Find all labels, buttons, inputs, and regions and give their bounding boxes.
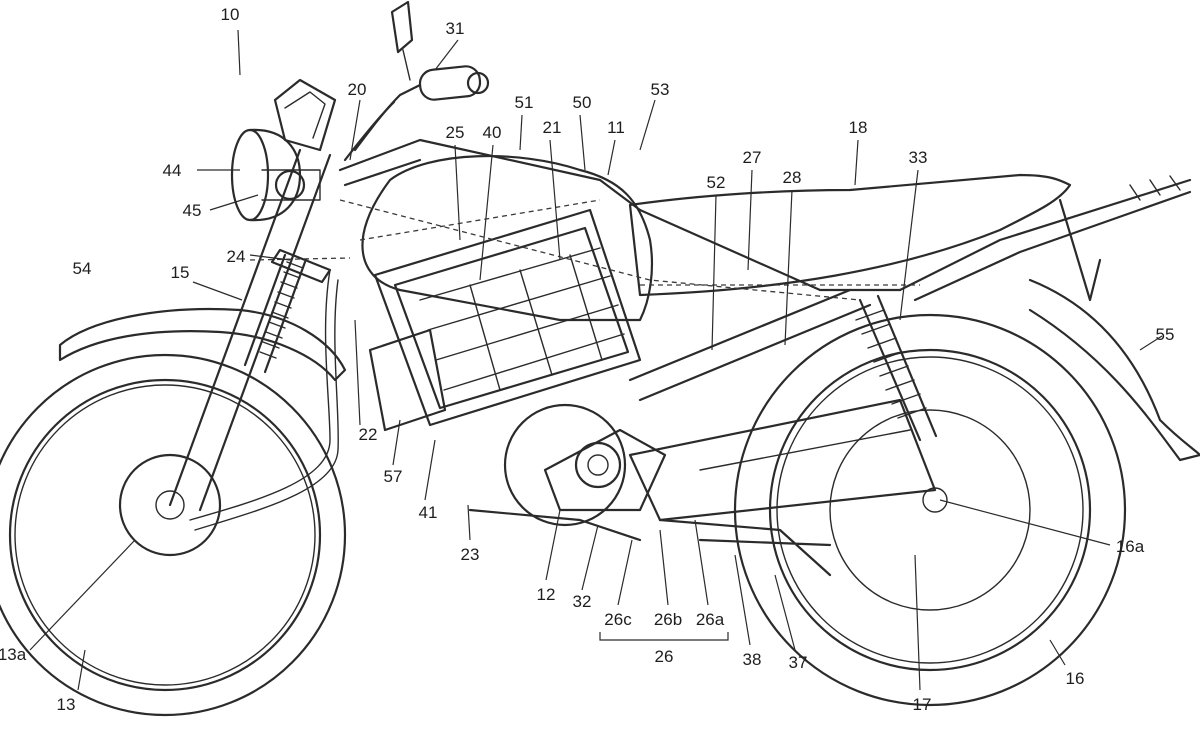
ref-label-27: 27 (743, 148, 762, 167)
brake-cable (189, 269, 339, 531)
hidden-lines (249, 199, 920, 301)
reference-numerals: 10 31 20 53 50 51 21 11 25 40 18 27 33 28 52 44 45 24 15 54… (0, 5, 1174, 714)
ref-label-54: 54 (73, 259, 92, 278)
seat (628, 173, 1072, 297)
ref-label-16a: 16a (1116, 537, 1145, 556)
ref-label-26a: 26a (696, 610, 725, 629)
ref-label-16: 16 (1066, 669, 1085, 688)
handlebar (343, 0, 490, 162)
ref-label-52: 52 (707, 173, 726, 192)
ref-label-13: 13 (57, 695, 76, 714)
ref-label-50: 50 (573, 93, 592, 112)
ref-label-53: 53 (651, 80, 670, 99)
ref-label-41: 41 (419, 503, 438, 522)
ref-label-11: 11 (607, 118, 625, 137)
ref-label-21: 21 (543, 118, 562, 137)
ref-label-40: 40 (483, 123, 502, 142)
rear-fender (1028, 278, 1200, 462)
ref-label-12: 12 (537, 585, 556, 604)
main-frame (338, 138, 1192, 402)
motor (503, 403, 667, 527)
ref-label-17: 17 (913, 695, 932, 714)
side-stand (658, 518, 832, 577)
front-wheel (0, 353, 347, 717)
front-fender (58, 307, 347, 382)
ref-label-25: 25 (446, 123, 465, 142)
ref-label-22: 22 (359, 425, 378, 444)
ref-label-26c: 26c (604, 610, 632, 629)
ref-label-24: 24 (227, 247, 246, 266)
ref-label-15: 15 (171, 263, 190, 282)
ref-label-26: 26 (655, 647, 674, 666)
tank-cover (361, 154, 654, 322)
ref-label-32: 32 (573, 592, 592, 611)
ref-label-33: 33 (909, 148, 928, 167)
meter-unit (273, 78, 337, 152)
ref-label-51: 51 (515, 93, 534, 112)
ref-label-28: 28 (783, 168, 802, 187)
ref-label-10: 10 (221, 5, 240, 24)
swingarm (628, 398, 937, 522)
ref-label-38: 38 (743, 650, 762, 669)
ref-label-23: 23 (461, 545, 480, 564)
front-fork (168, 148, 332, 512)
ref-label-57: 57 (384, 467, 403, 486)
foot-rest (468, 508, 642, 542)
rear-shock (855, 294, 938, 442)
ref-label-44: 44 (163, 161, 182, 180)
ref-label-31: 31 (446, 19, 465, 38)
ref-label-45: 45 (183, 201, 202, 220)
ref-label-37: 37 (789, 653, 808, 672)
leader-lines (29, 29, 1163, 691)
ref-label-20: 20 (348, 80, 367, 99)
ref-label-26b: 26b (654, 610, 682, 629)
control-unit (368, 328, 447, 432)
ref-label-55: 55 (1156, 325, 1175, 344)
ref-label-13a: 13a (0, 645, 27, 664)
ref-label-18: 18 (849, 118, 868, 137)
rear-wheel (733, 313, 1127, 707)
headlight (230, 128, 321, 222)
battery-pack (373, 208, 642, 427)
